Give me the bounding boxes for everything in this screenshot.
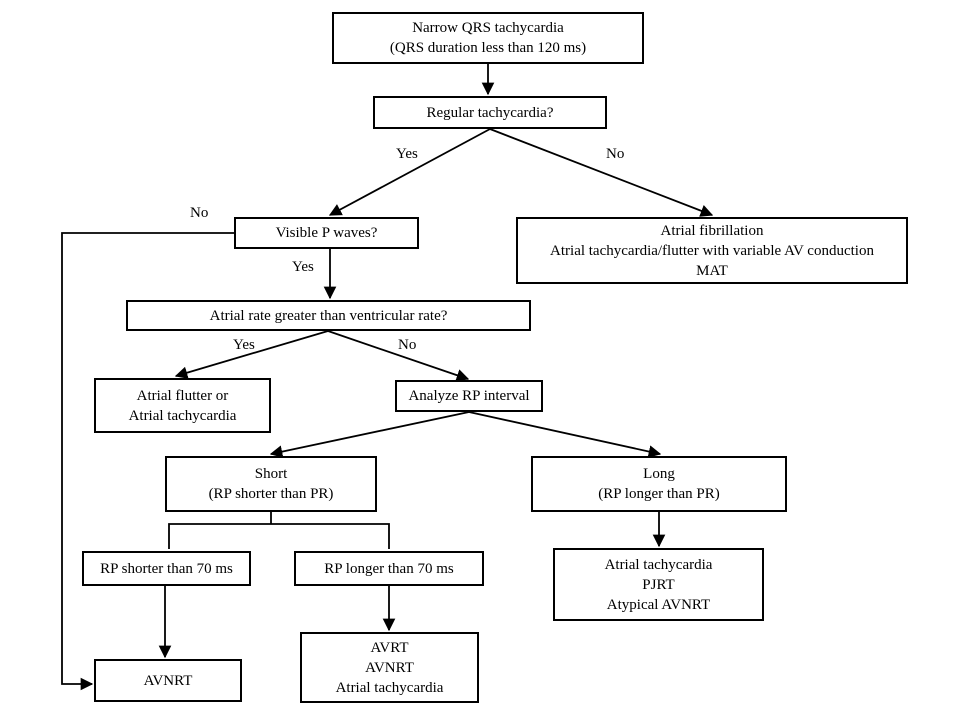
node-text-line: RP shorter than 70 ms	[100, 560, 233, 577]
node-text-line: Visible P waves?	[275, 225, 378, 241]
node-text-line: PJRT	[642, 576, 675, 593]
edge-label-atrial-no: No	[398, 337, 417, 353]
arrow-visible-no-to-avnrt	[61, 232, 234, 691]
node-text-line: Short	[254, 466, 288, 482]
arrow-rp-short	[269, 411, 470, 458]
node-text-line: Atrial tachycardia	[604, 556, 713, 573]
node-text-line: Atypical AVNRT	[606, 596, 711, 613]
node-text-line: Atrial tachycardia	[335, 679, 444, 696]
node-text-line: Analyze RP interval	[408, 388, 530, 404]
edge-label-regular-yes: Yes	[396, 146, 418, 162]
analyze-rp-interval-box: Analyze RP interval	[395, 380, 543, 412]
rp-shorter-70ms-box: RP shorter than 70 ms	[82, 551, 251, 586]
node-text-line: (QRS duration less than 120 ms)	[389, 40, 587, 56]
narrow-qrs-tachycardia-box: Narrow QRS tachycardia (QRS duration less…	[332, 12, 644, 64]
edge-label-visible-yes: Yes	[292, 259, 314, 275]
arrow-rp-long	[468, 411, 662, 458]
arrow-regular-yes	[328, 128, 491, 216]
edge-label-atrial-yes: Yes	[233, 337, 255, 353]
atrial-flutter-box: Atrial flutter or Atrial tachycardia	[94, 378, 271, 433]
atrial-rate-question-box: Atrial rate greater than ventricular rat…	[126, 300, 531, 331]
short-rp-box: Short (RP shorter than PR)	[165, 456, 377, 512]
arrow-atrial-no	[327, 330, 470, 382]
node-text-line: Atrial rate greater than ventricular rat…	[209, 307, 448, 324]
regular-tachycardia-question-box: Regular tachycardia?	[373, 96, 607, 129]
arrow-atrial-yes	[174, 330, 329, 379]
short-rp-long70-diagnosis-box: AVRT AVNRT Atrial tachycardia	[300, 632, 479, 703]
arrow-regular-no	[489, 128, 714, 217]
node-text-line: AVNRT	[365, 659, 414, 676]
edge-label-regular-no: No	[606, 146, 625, 162]
long-rp-box: Long (RP longer than PR)	[531, 456, 787, 512]
node-text-line: Long	[643, 466, 675, 482]
node-text-line: MAT	[696, 262, 728, 279]
node-text-line: Atrial flutter or	[136, 387, 229, 404]
node-text-line: Atrial fibrillation	[660, 222, 764, 239]
node-text-line: RP longer than 70 ms	[324, 560, 454, 577]
visible-p-waves-question-box: Visible P waves?	[234, 217, 419, 249]
node-text-line: Atrial tachycardia/flutter with variable…	[550, 242, 874, 259]
node-text-line: Narrow QRS tachycardia	[412, 20, 564, 36]
node-text-line: AVNRT	[143, 672, 193, 689]
edge-label-visible-no: No	[190, 205, 209, 221]
node-text-line: (RP shorter than PR)	[208, 486, 334, 502]
connector-short-split	[168, 523, 390, 549]
node-text-line: Regular tachycardia?	[426, 104, 554, 121]
node-text-line: (RP longer than PR)	[598, 486, 720, 502]
node-text-line: Atrial tachycardia	[128, 407, 237, 424]
node-text-line: AVRT	[370, 639, 409, 656]
rp-longer-70ms-box: RP longer than 70 ms	[294, 551, 484, 586]
avnrt-box: AVNRT	[94, 659, 242, 702]
